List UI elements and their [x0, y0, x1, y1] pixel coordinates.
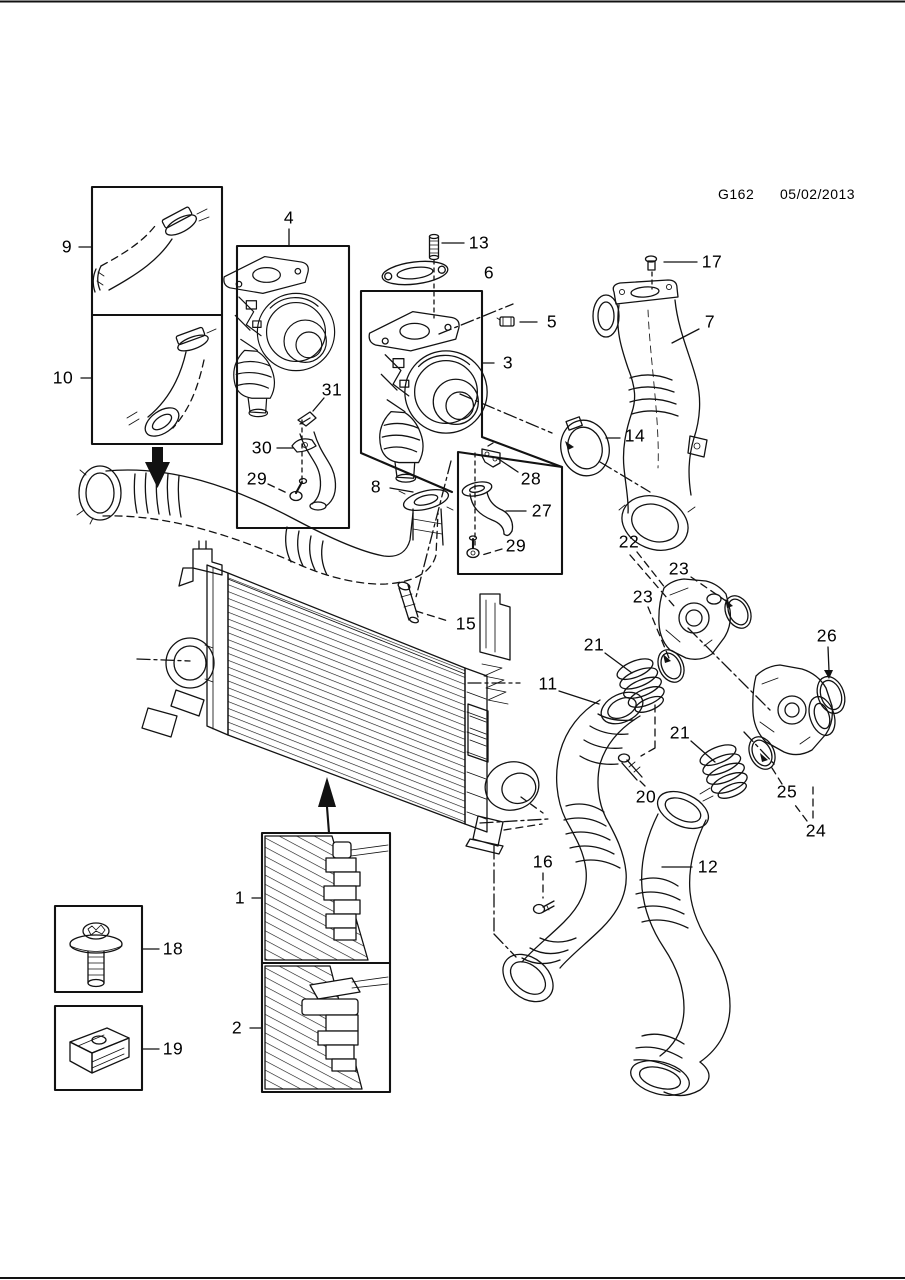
callout-17: 17	[701, 251, 723, 272]
callout-21: 21	[583, 634, 605, 655]
callout-16: 16	[532, 851, 554, 872]
bolt-17	[644, 255, 658, 290]
seal-ring-25	[748, 736, 776, 770]
callout-14: 14	[624, 425, 646, 446]
hose-clamp-14	[459, 393, 651, 493]
callout-29: 29	[246, 468, 268, 489]
intercooler-radiator	[136, 540, 540, 855]
hose-variant-10	[126, 326, 217, 437]
clip-nut-19-thumbnail	[69, 1027, 130, 1074]
resonator-housing-lower	[640, 664, 836, 757]
callout-23: 23	[632, 586, 654, 607]
callout-3: 3	[502, 352, 514, 373]
housing-axis-line	[743, 731, 777, 767]
callout-12: 12	[697, 856, 719, 877]
callout-21: 21	[669, 722, 691, 743]
hose-variant-9	[92, 206, 210, 293]
turbocharger-4	[223, 255, 337, 511]
bolt-16	[479, 796, 555, 958]
bracket-28	[481, 442, 501, 468]
charge-air-hose-upper	[76, 465, 439, 585]
bolt-29-lower	[466, 535, 480, 559]
seal-ring-23-right	[724, 595, 752, 629]
gasket-6	[381, 260, 449, 286]
callout-1: 1	[234, 887, 246, 908]
figure-code: G162	[718, 186, 755, 202]
connector-sleeve-21-lower	[699, 744, 748, 799]
callout-24: 24	[805, 820, 827, 841]
stud-bolt-13	[428, 233, 440, 319]
callout-19: 19	[162, 1038, 184, 1059]
callout-28: 28	[520, 468, 542, 489]
outlet-hose-12	[630, 787, 731, 1097]
callout-31: 31	[321, 379, 343, 400]
pipe-27	[461, 452, 514, 546]
mount-axis-line	[438, 303, 514, 335]
callout-7: 7	[704, 311, 716, 332]
callout-26: 26	[816, 625, 838, 646]
mount-detail-2	[264, 965, 389, 1090]
callout-6: 6	[483, 262, 495, 283]
callout-9: 9	[61, 236, 73, 257]
flange-8	[398, 488, 454, 546]
pointer-arrows	[145, 447, 336, 835]
connector-sleeve-21-upper	[616, 658, 665, 713]
callout-18: 18	[162, 938, 184, 959]
callout-4: 4	[283, 207, 295, 228]
callout-2: 2	[231, 1017, 243, 1038]
callout-11: 11	[538, 673, 558, 694]
resonator-housing-upper	[658, 578, 771, 711]
callout-20: 20	[635, 786, 657, 807]
turbocharger-3	[368, 311, 488, 483]
callout-13: 13	[468, 232, 490, 253]
mount-detail-1	[264, 835, 389, 961]
figure-date: 05/02/2013	[780, 186, 856, 202]
callout-10: 10	[52, 367, 74, 388]
callout-29: 29	[505, 535, 527, 556]
air-duct-7	[592, 279, 708, 551]
callout-5: 5	[546, 311, 558, 332]
callout-15: 15	[455, 613, 477, 634]
bolt-20	[617, 753, 643, 781]
retainer-clip-5	[496, 316, 515, 327]
callout-8: 8	[370, 476, 382, 497]
callout-23: 23	[668, 558, 690, 579]
seal-ring-23-left	[657, 649, 685, 683]
callout-22: 22	[618, 531, 640, 552]
outlet-hose-11	[502, 691, 644, 1003]
callout-25: 25	[776, 781, 798, 802]
leader-lines	[78, 228, 833, 1050]
callout-27: 27	[531, 500, 553, 521]
callout-30: 30	[251, 437, 273, 458]
seal-ring-26	[816, 675, 846, 715]
bolt-18-thumbnail	[69, 922, 123, 988]
